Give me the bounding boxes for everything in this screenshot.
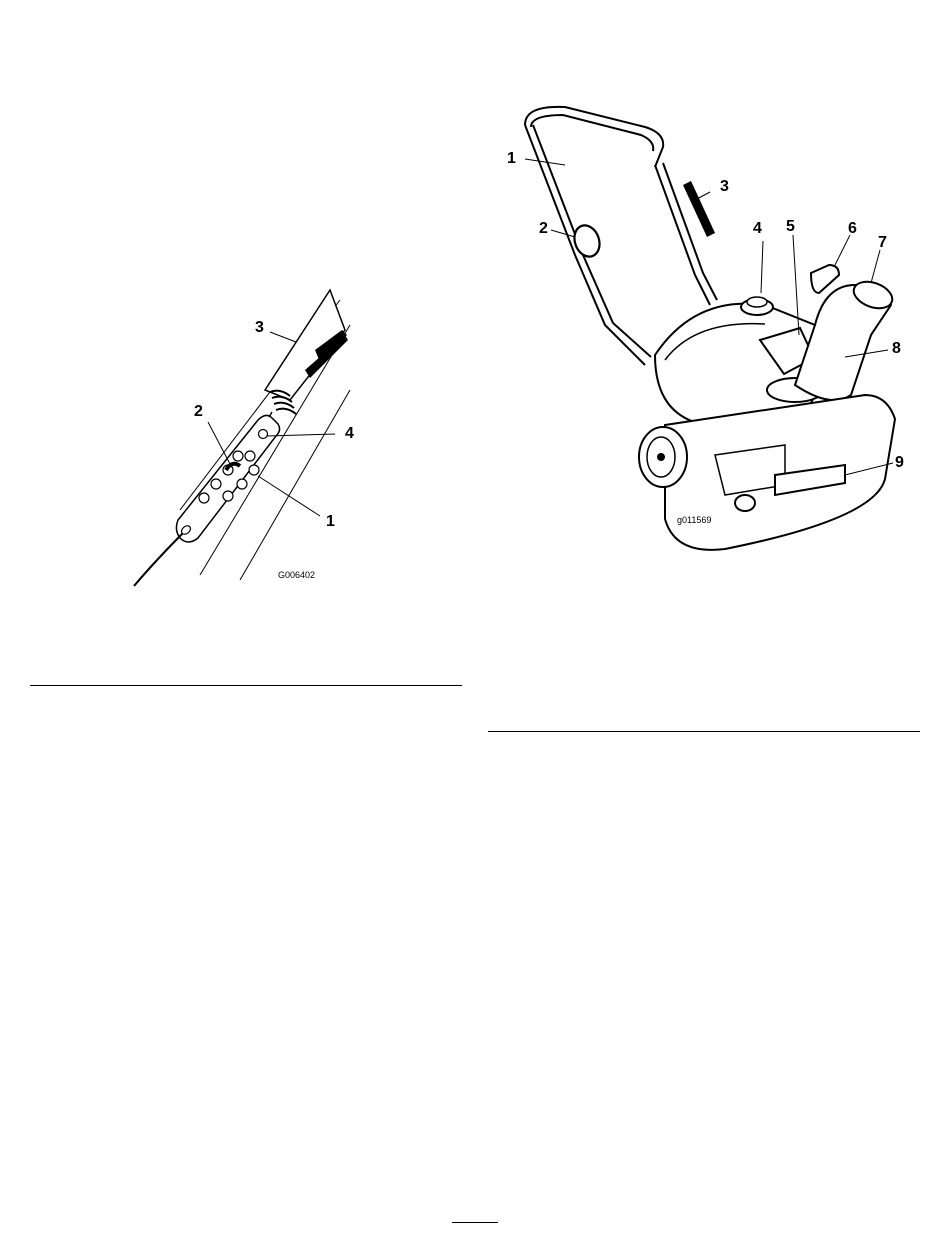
figure-snowthrower: 1 2 3 4 5 6 7 8 9 g011569 bbox=[495, 95, 915, 545]
callout-5: 5 bbox=[786, 219, 795, 235]
callout-9: 9 bbox=[895, 455, 904, 471]
snowthrower-illustration bbox=[495, 95, 915, 545]
callout-7: 7 bbox=[878, 235, 887, 251]
callout-3: 3 bbox=[255, 320, 264, 336]
callout-2: 2 bbox=[194, 404, 203, 420]
callout-4: 4 bbox=[753, 221, 762, 237]
cord-illustration bbox=[120, 280, 380, 600]
divider-footer bbox=[452, 1222, 498, 1223]
divider-left bbox=[30, 685, 462, 686]
callout-6: 6 bbox=[848, 221, 857, 237]
callout-1: 1 bbox=[326, 514, 335, 530]
figure-code: g011569 bbox=[677, 515, 711, 525]
callout-3: 3 bbox=[720, 179, 729, 195]
divider-right bbox=[488, 731, 920, 732]
callout-4: 4 bbox=[345, 426, 354, 442]
callout-1: 1 bbox=[507, 151, 516, 167]
callout-2: 2 bbox=[539, 221, 548, 237]
figure-code: G006402 bbox=[278, 570, 315, 580]
figure-cord-detail: 3 2 4 1 G006402 bbox=[120, 280, 380, 600]
callout-8: 8 bbox=[892, 341, 901, 357]
